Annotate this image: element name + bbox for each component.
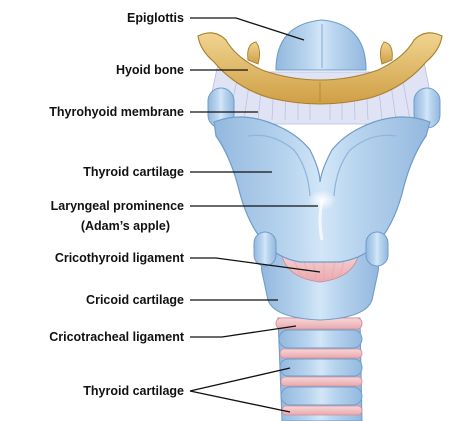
- tracheal-ring: [279, 330, 362, 348]
- leader-line-tracheal-rings-upper: [190, 368, 290, 391]
- tracheal-ligament-band: [280, 349, 362, 358]
- label-hyoid-bone: Hyoid bone: [116, 63, 184, 77]
- trachea: [276, 318, 362, 421]
- laryngeal-prominence-highlight: [308, 190, 336, 210]
- label-laryngeal-prominence: Laryngeal prominence: [51, 199, 184, 213]
- tracheal-ring: [280, 359, 362, 376]
- tracheal-ring: [281, 387, 362, 405]
- label-epiglottis: Epiglottis: [127, 11, 184, 25]
- label-tracheal-rings: Thyroid cartilage: [83, 384, 184, 398]
- epiglottis-shape: [276, 20, 366, 70]
- label-thyrohyoid-membrane: Thyrohyoid membrane: [49, 105, 184, 119]
- label-cricothyroid-ligament: Cricothyroid ligament: [55, 251, 185, 265]
- label-adams-apple: (Adam’s apple): [81, 219, 170, 233]
- label-cricotracheal-ligament: Cricotracheal ligament: [49, 330, 185, 344]
- label-thyroid-cartilage: Thyroid cartilage: [83, 165, 184, 179]
- leader-line-tracheal-rings-lower: [190, 391, 290, 412]
- label-cricoid-cartilage: Cricoid cartilage: [86, 293, 184, 307]
- tracheal-ligament-band: [281, 377, 362, 386]
- tracheal-ligament-band: [282, 406, 362, 415]
